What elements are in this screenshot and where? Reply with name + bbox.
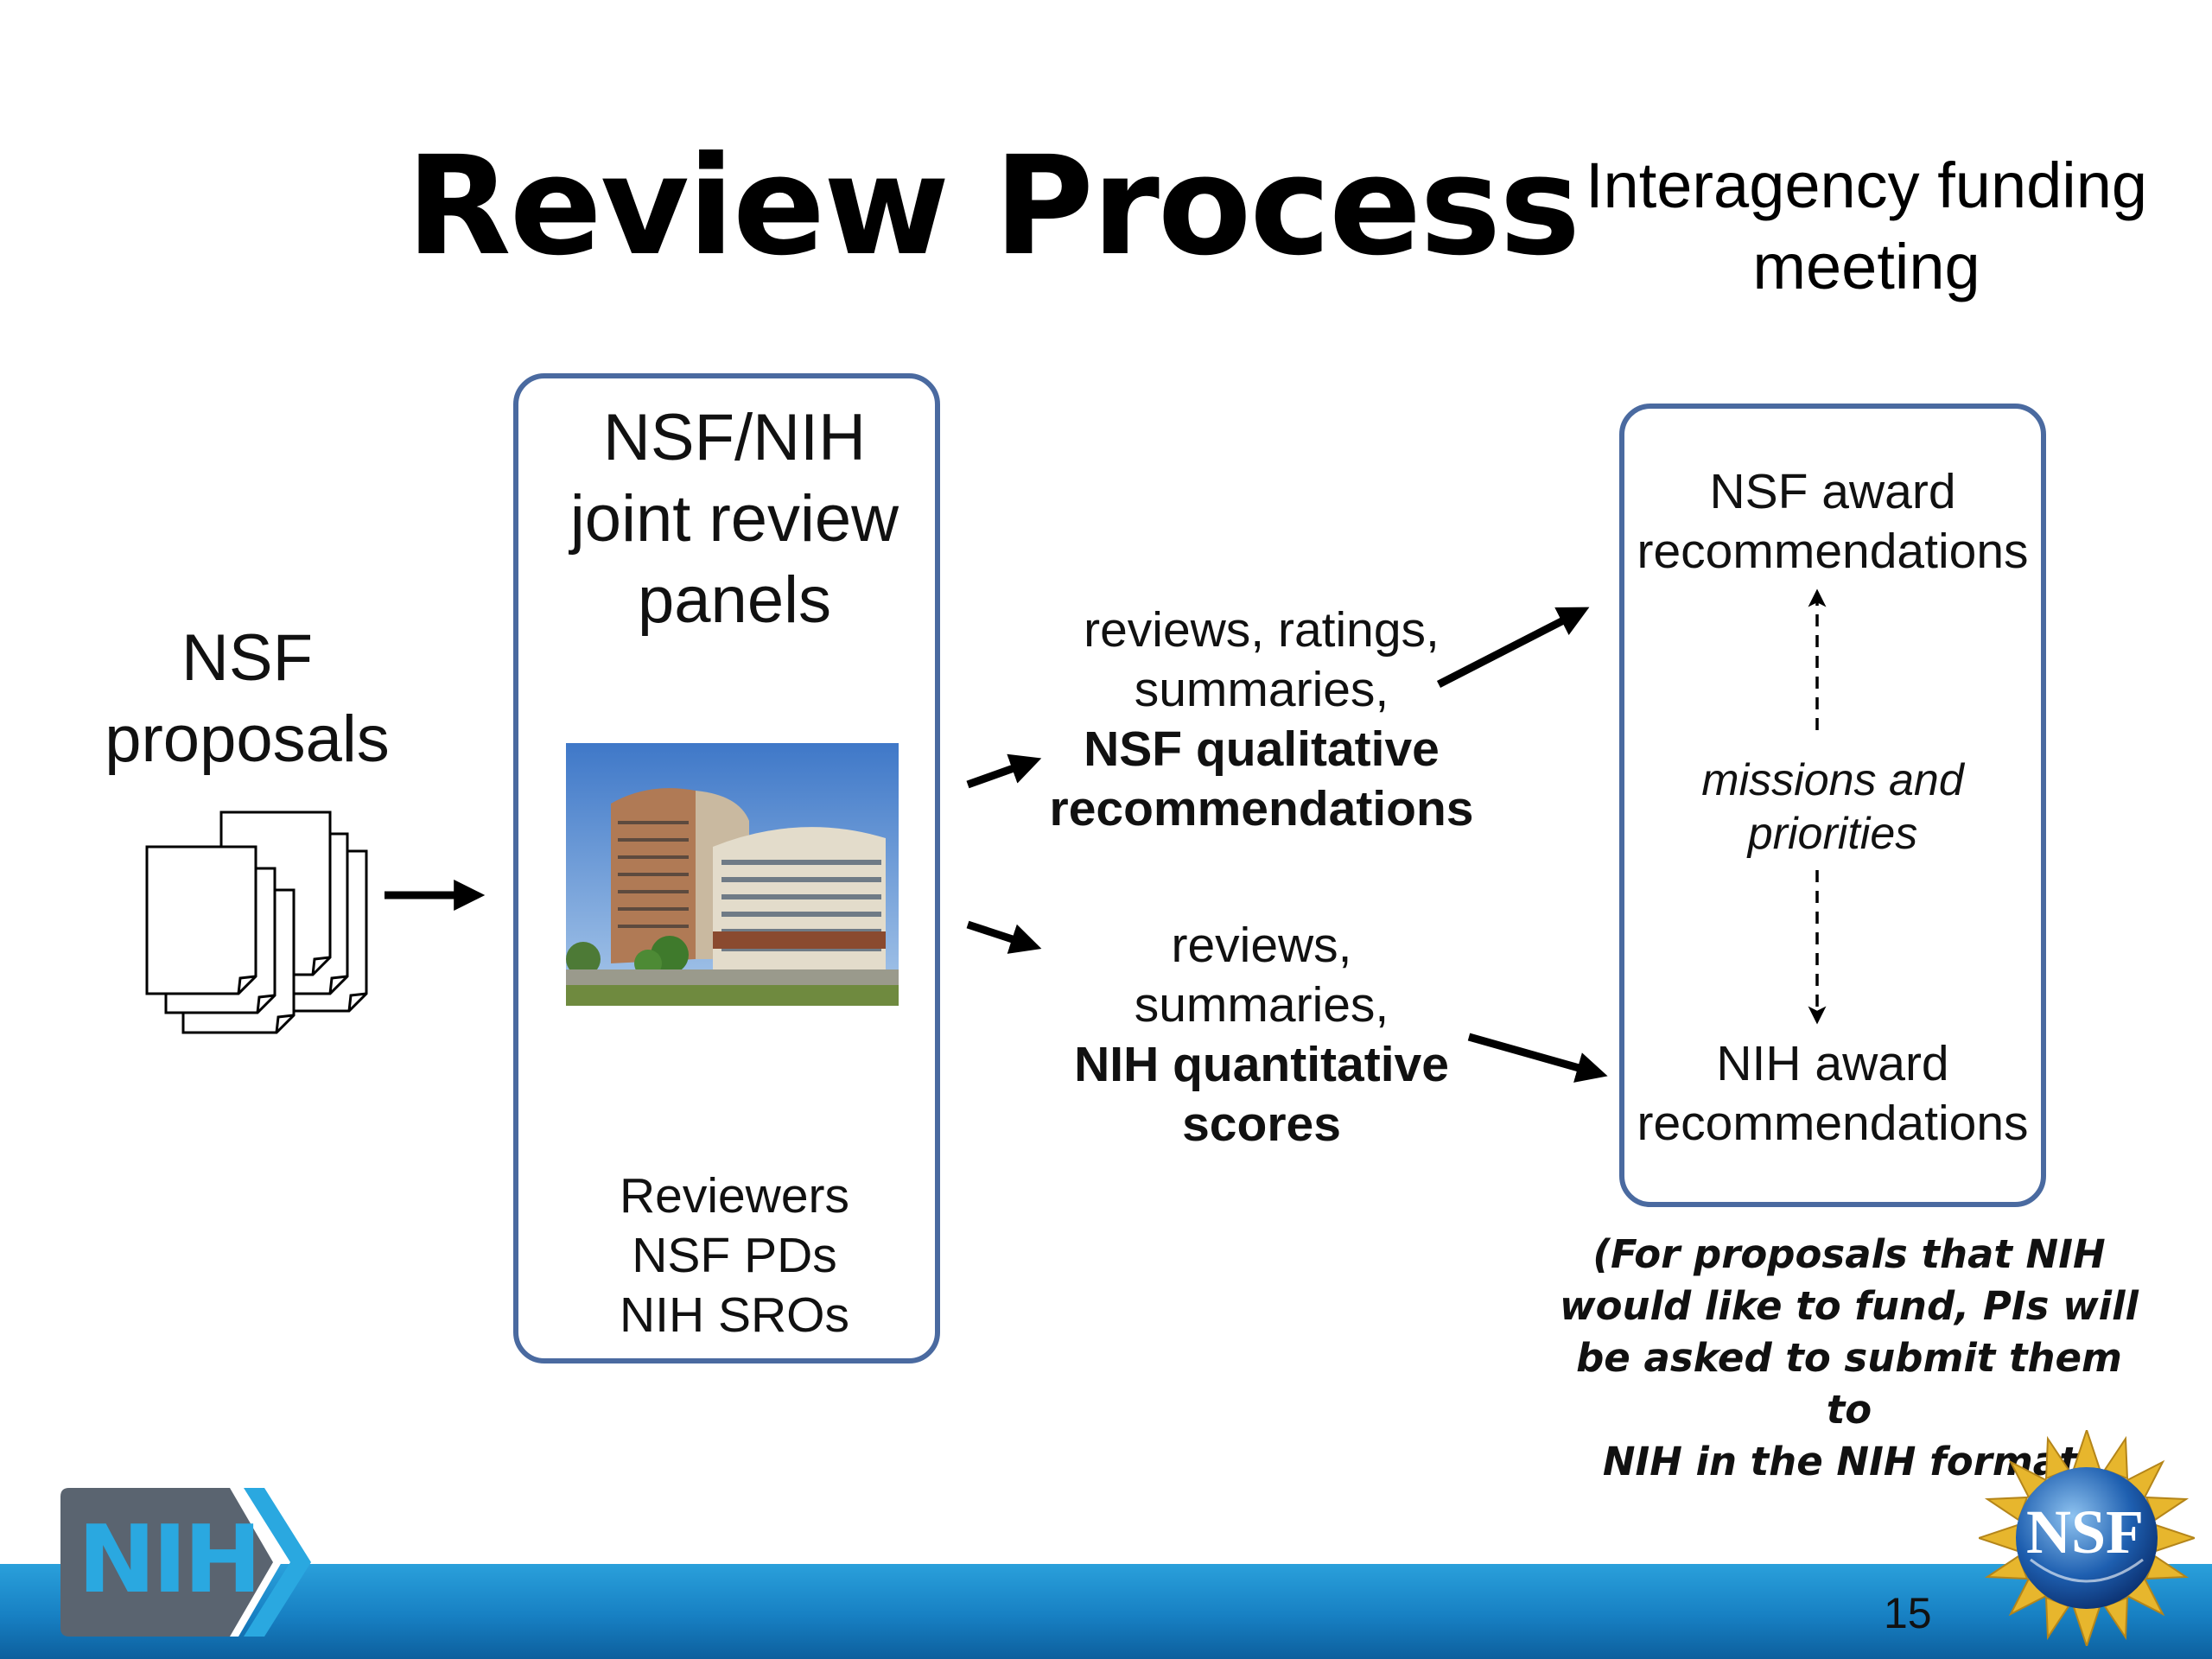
slide-title: Review Process [406,127,1580,286]
nsf-proposals-label: NSF proposals [83,618,411,780]
nih-logo [60,1488,311,1637]
panel-title-line-2: joint review [569,482,899,556]
missions-and-priorities: missions and priorities [1619,753,2046,861]
nsf-proposals-line-2: proposals [105,702,390,776]
panel-title-line-3: panels [638,563,831,637]
arrow-panel-to-nih-output [966,920,1042,954]
arrow-panel-to-nsf-output [966,753,1042,789]
nsf-output-bold-2: recommendations [1049,781,1474,836]
footer-bar [0,1564,2212,1659]
nih-output-label: reviews, summaries, NIH quantitative sco… [1028,916,1495,1154]
footnote-line-4: NIH in the NIH format) [1602,1439,2096,1484]
nih-award-line-2: recommendations [1637,1096,2029,1151]
nih-output-bold-2: scores [1182,1096,1341,1152]
nsf-output-label: reviews, ratings, summaries, NSF qualita… [1028,601,1495,839]
panel-title-line-1: NSF/NIH [603,401,866,474]
member-reviewers: Reviewers [619,1168,850,1224]
nih-output-line-1: reviews, [1171,918,1352,973]
nih-award-line-1: NIH award [1716,1036,1949,1091]
interagency-line-2: meeting [1752,231,1980,302]
page-number: 15 [1884,1589,1932,1637]
nsf-logo-text: NSF [2025,1497,2145,1567]
interagency-meeting-label: Interagency funding meeting [1538,145,2195,308]
nsf-logo [1979,1430,2195,1646]
arrow-nsf-output-to-award [1436,607,1590,689]
nih-logo-text: NIH [78,1506,262,1614]
building-photo [566,743,899,1006]
nih-output-line-2: summaries, [1134,977,1389,1033]
nih-award-recommendations: NIH award recommendations [1619,1034,2046,1154]
panel-members-list: Reviewers NSF PDs NIH SROs [518,1166,950,1345]
nsf-output-line-1: reviews, ratings, [1084,602,1440,658]
missions-line-1: missions and [1701,755,1964,805]
interagency-line-1: Interagency funding [1585,149,2148,221]
missions-line-2: priorities [1747,809,1918,859]
nih-output-bold-1: NIH quantitative [1074,1037,1449,1092]
nsf-output-line-2: summaries, [1134,662,1389,717]
joint-review-panel-title: NSF/NIH joint review panels [518,397,950,641]
footnote-line-2: would like to fund, PIs will [1560,1283,2139,1329]
nsf-award-line-1: NSF award [1709,464,1956,519]
member-nsf-pds: NSF PDs [632,1228,837,1283]
footnote-line-3: be asked to submit them to [1576,1335,2122,1433]
award-recommendations-box [1619,404,2046,1207]
footnote: (For proposals that NIH would like to fu… [1555,1229,2143,1488]
member-nih-sros: NIH SROs [619,1287,850,1343]
nsf-award-line-2: recommendations [1637,524,2029,579]
nsf-output-bold-1: NSF qualitative [1084,721,1440,777]
nsf-proposals-line-1: NSF [181,621,313,695]
nsf-award-recommendations: NSF award recommendations [1619,462,2046,582]
arrow-nih-output-to-award [1467,1033,1608,1083]
footnote-line-1: (For proposals that NIH [1592,1231,2106,1277]
